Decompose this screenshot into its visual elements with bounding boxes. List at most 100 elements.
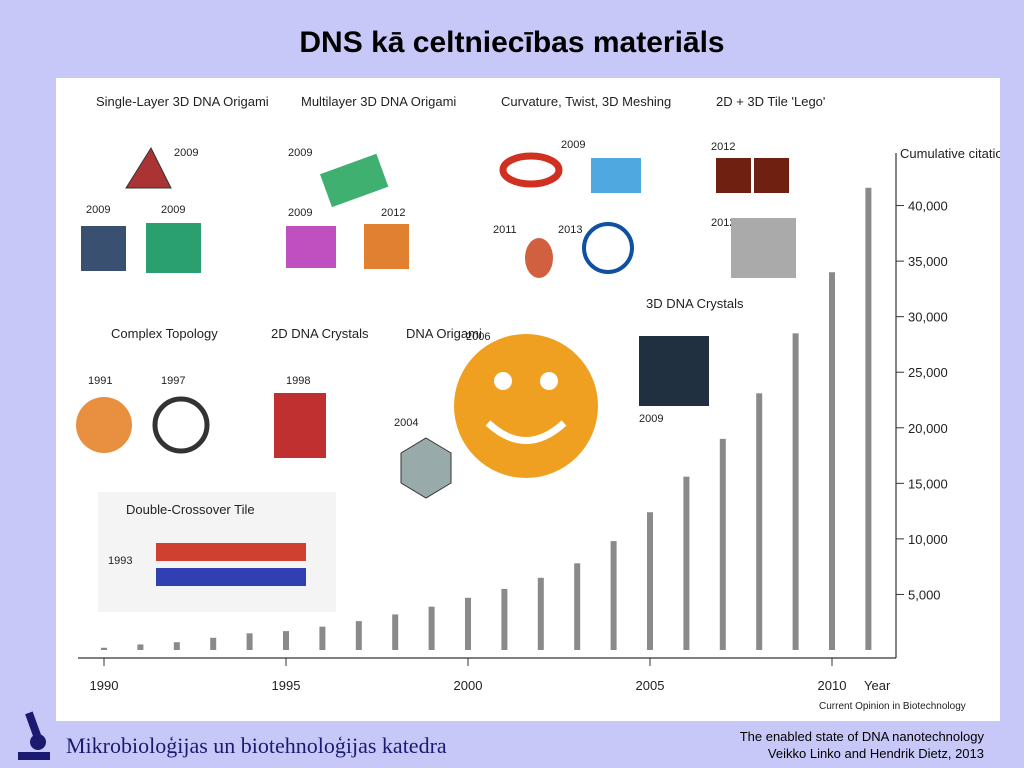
dx-helix-top-icon bbox=[156, 543, 306, 561]
y-axis-label: Cumulative citations bbox=[900, 146, 1000, 161]
bar-1995 bbox=[283, 631, 289, 650]
block-orange-icon bbox=[364, 224, 409, 269]
bar-2010 bbox=[829, 272, 835, 650]
bar-2001 bbox=[501, 588, 508, 650]
bar-series bbox=[101, 187, 872, 650]
bar-2009 bbox=[792, 333, 799, 650]
year-2d: 1998 bbox=[286, 375, 310, 387]
year-dx: 1993 bbox=[108, 555, 132, 567]
group-3d-crystals: 3D DNA Crystals 2009 bbox=[639, 296, 744, 425]
tetrahedron-icon bbox=[125, 146, 172, 189]
department-name: Mikrobioloģijas un biotehnoloģijas kated… bbox=[66, 733, 447, 758]
smiley-mouth bbox=[485, 420, 567, 444]
bar-1994 bbox=[246, 633, 253, 650]
year-topo-1: 1991 bbox=[88, 375, 112, 387]
helix-bundle-icon bbox=[319, 153, 389, 208]
bar-2003 bbox=[574, 563, 581, 650]
y-tick-label: 30,000 bbox=[908, 310, 948, 325]
bar-1993 bbox=[210, 637, 217, 650]
year-multi-1: 2009 bbox=[288, 147, 312, 159]
block-pink-icon bbox=[286, 226, 336, 268]
label-topology: Complex Topology bbox=[111, 326, 218, 341]
label-2d-crystals: 2D DNA Crystals bbox=[271, 326, 369, 341]
label-single-layer: Single-Layer 3D DNA Origami bbox=[96, 94, 269, 109]
lattice-icon bbox=[274, 393, 326, 458]
x-tick-label: 2010 bbox=[818, 678, 847, 693]
bar-2004 bbox=[610, 541, 617, 650]
tile-sad-icon bbox=[754, 158, 789, 193]
bar-2007 bbox=[719, 438, 726, 650]
group-multilayer: Multilayer 3D DNA Origami 2009 2009 2012 bbox=[286, 94, 456, 269]
bar-2000 bbox=[465, 597, 471, 650]
y-tick-label: 35,000 bbox=[908, 254, 948, 269]
ring-icon bbox=[499, 152, 563, 188]
year-origami-2: 2004 bbox=[394, 417, 418, 429]
knot-icon bbox=[76, 397, 132, 453]
y-tick-label: 5,000 bbox=[908, 587, 941, 602]
year-multi-2: 2009 bbox=[288, 207, 312, 219]
year-origami-1: 2006 bbox=[466, 331, 490, 343]
label-lego: 2D + 3D Tile 'Lego' bbox=[716, 94, 825, 109]
citation-chart: 5,000 10,000 15,000 20,000 25,000 30,000 35,00… bbox=[76, 94, 1000, 712]
bar-2011 bbox=[865, 187, 872, 650]
group-origami: DNA Origami 2006 2004 bbox=[394, 326, 598, 499]
group-dx-tile: Double-Crossover Tile 1993 bbox=[98, 492, 336, 612]
x-ticks: 1990 1995 2000 2005 2010 bbox=[90, 658, 847, 693]
cube-origami-icon bbox=[146, 223, 201, 273]
borromean-icon bbox=[152, 396, 210, 454]
y-tick-label: 10,000 bbox=[908, 532, 948, 547]
bar-2008 bbox=[756, 393, 763, 650]
vase-icon bbox=[525, 238, 553, 278]
bar-1991 bbox=[137, 644, 144, 650]
label-multilayer: Multilayer 3D DNA Origami bbox=[301, 94, 456, 109]
bar-1990 bbox=[101, 647, 107, 650]
group-curvature: Curvature, Twist, 3D Meshing 2009 2011 2… bbox=[493, 94, 671, 278]
y-tick-label: 40,000 bbox=[908, 199, 948, 214]
tile-smiley-icon bbox=[716, 158, 751, 193]
credit-line-2: Veikko Linko and Hendrik Dietz, 2013 bbox=[767, 746, 984, 761]
year-single-3: 2009 bbox=[161, 204, 185, 216]
x-tick-label: 2005 bbox=[636, 678, 665, 693]
bar-1999 bbox=[428, 606, 435, 650]
bar-1996 bbox=[319, 626, 326, 650]
figure-panel: 5,000 10,000 15,000 20,000 25,000 30,000 35,00… bbox=[56, 78, 1000, 721]
bar-2006 bbox=[683, 476, 690, 650]
citation-credit: The enabled state of DNA nanotechnology … bbox=[740, 728, 984, 762]
group-2d-crystals: 2D DNA Crystals 1998 bbox=[271, 326, 369, 458]
y-tick-label: 25,000 bbox=[908, 365, 948, 380]
year-single-1: 2009 bbox=[174, 147, 198, 159]
year-lego-1: 2012 bbox=[711, 141, 735, 153]
x-tick-label: 1990 bbox=[90, 678, 119, 693]
x-tick-label: 2000 bbox=[454, 678, 483, 693]
crystal-icon bbox=[639, 336, 709, 406]
y-ticks: 5,000 10,000 15,000 20,000 25,000 30,000 35,00… bbox=[896, 199, 948, 602]
label-dx-tile: Double-Crossover Tile bbox=[126, 502, 255, 517]
year-curv-1: 2009 bbox=[561, 139, 585, 151]
year-topo-2: 1997 bbox=[161, 375, 185, 387]
bar-1997 bbox=[355, 621, 362, 650]
label-3d-crystals: 3D DNA Crystals bbox=[646, 296, 744, 311]
bar-2002 bbox=[537, 577, 544, 650]
y-tick-label: 20,000 bbox=[908, 421, 948, 436]
year-lego-2: 2012 bbox=[711, 217, 735, 229]
smiley-eye-left bbox=[494, 372, 512, 390]
source-label: Current Opinion in Biotechnology bbox=[819, 701, 966, 712]
year-3d: 2009 bbox=[639, 413, 663, 425]
year-curv-3: 2013 bbox=[558, 224, 582, 236]
group-single-layer: Single-Layer 3D DNA Origami 2009 2009 20… bbox=[81, 94, 269, 273]
microscope-logo-icon bbox=[18, 711, 50, 760]
box-origami-icon bbox=[81, 226, 126, 271]
year-curv-2: 2011 bbox=[493, 224, 517, 236]
smiley-eye-right bbox=[540, 372, 558, 390]
lego-block-icon bbox=[731, 218, 796, 278]
label-curvature: Curvature, Twist, 3D Meshing bbox=[501, 94, 671, 109]
x-tick-label: 1995 bbox=[272, 678, 301, 693]
y-tick-label: 15,000 bbox=[908, 476, 948, 491]
octahedron-icon bbox=[400, 437, 452, 499]
year-multi-3: 2012 bbox=[381, 207, 405, 219]
group-topology: Complex Topology 1991 1997 bbox=[76, 326, 218, 454]
bar-1998 bbox=[392, 614, 399, 650]
year-single-2: 2009 bbox=[86, 204, 110, 216]
group-lego: 2D + 3D Tile 'Lego' 2012 2012 bbox=[711, 94, 825, 278]
twist-icon bbox=[591, 158, 641, 193]
